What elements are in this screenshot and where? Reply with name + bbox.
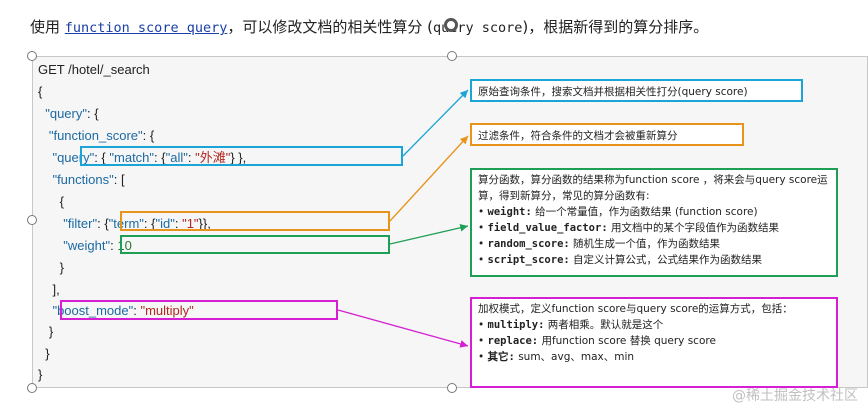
resize-handle-mid-left[interactable] xyxy=(27,215,37,225)
resize-handle-top-left[interactable] xyxy=(27,51,37,61)
intro-prefix: 使用 xyxy=(30,18,65,36)
code-line-11: ], xyxy=(52,282,60,297)
code-line-7: { xyxy=(59,194,65,209)
code-get-request: GET /hotel/_search xyxy=(38,62,150,77)
code-line-10: } xyxy=(59,260,65,275)
functions-item-random-score: • random_score: 随机生成一个值，作为函数结果 xyxy=(478,238,721,250)
filter-highlight-box xyxy=(120,211,390,231)
resize-handle-top-mid[interactable] xyxy=(447,51,457,61)
query-highlight-box xyxy=(80,146,403,166)
code-line-5: "query": { "match": {"all": "外滩"} }, xyxy=(52,150,247,165)
functions-note: 算分函数，算分函数的结果称为function score ，将来会与query … xyxy=(470,168,838,277)
watermark: @稀土掘金技术社区 xyxy=(732,388,858,404)
cursor-ring-icon xyxy=(444,18,458,32)
code-line-3: "query": { xyxy=(45,106,99,121)
code-line-13: } xyxy=(48,324,54,339)
resize-handle-bottom-mid[interactable] xyxy=(447,383,457,393)
code-line-8: "filter": {"term": {"id": "1"}}, xyxy=(63,216,211,231)
code-line-1: GET /hotel/_search xyxy=(38,62,150,78)
boost-mode-highlight-box xyxy=(60,300,338,320)
query-arrow xyxy=(402,89,469,157)
boost-note-intro: 加权模式，定义function score与query score的运算方式，包… xyxy=(478,303,793,315)
code-line-4: "function_score": { xyxy=(48,128,155,143)
code-line-2: { xyxy=(38,84,43,99)
functions-item-weight: • weight: 给一个常量值，作为函数结果 (function score) xyxy=(478,206,758,218)
boost-note: 加权模式，定义function score与query score的运算方式，包… xyxy=(470,297,838,388)
resize-handle-bottom-left[interactable] xyxy=(27,383,37,393)
functions-note-intro: 算分函数，算分函数的结果称为function score ，将来会与query … xyxy=(478,174,828,202)
filter-note: 过滤条件，符合条件的文档才会被重新算分 xyxy=(470,123,744,146)
boost-item-replace: • replace: 用function score 替换 query scor… xyxy=(478,335,716,347)
boost-item-multiply: • multiply: 两者相乘。默认就是这个 xyxy=(478,319,664,331)
functions-arrow xyxy=(389,223,469,245)
function-score-query-link[interactable]: function score query xyxy=(64,20,228,36)
query-note: 原始查询条件，搜索文档并根据相关性打分(query score) xyxy=(470,79,803,102)
functions-item-field-value-factor: • field_value_factor: 用文档中的某个字段值作为函数结果 xyxy=(478,222,779,234)
intro-suffix: )，根据新得到的算分排序。 xyxy=(522,18,709,36)
boost-item-others: • 其它: sum、avg、max、min xyxy=(478,351,635,363)
weight-highlight-box xyxy=(120,235,390,254)
boost-arrow xyxy=(337,309,469,348)
code-line-14: } xyxy=(45,346,50,361)
intro-middle: ，可以修改文档的相关性算分 ( xyxy=(227,18,433,36)
functions-item-script-score: • script_score: 自定义计算公式，公式结果作为函数结果 xyxy=(478,254,763,266)
code-line-6: "functions": [ xyxy=(52,172,125,187)
filter-arrow xyxy=(389,135,469,222)
code-line-15: } xyxy=(38,367,43,382)
code-line-12: "boost_mode": "multiply" xyxy=(52,303,194,318)
